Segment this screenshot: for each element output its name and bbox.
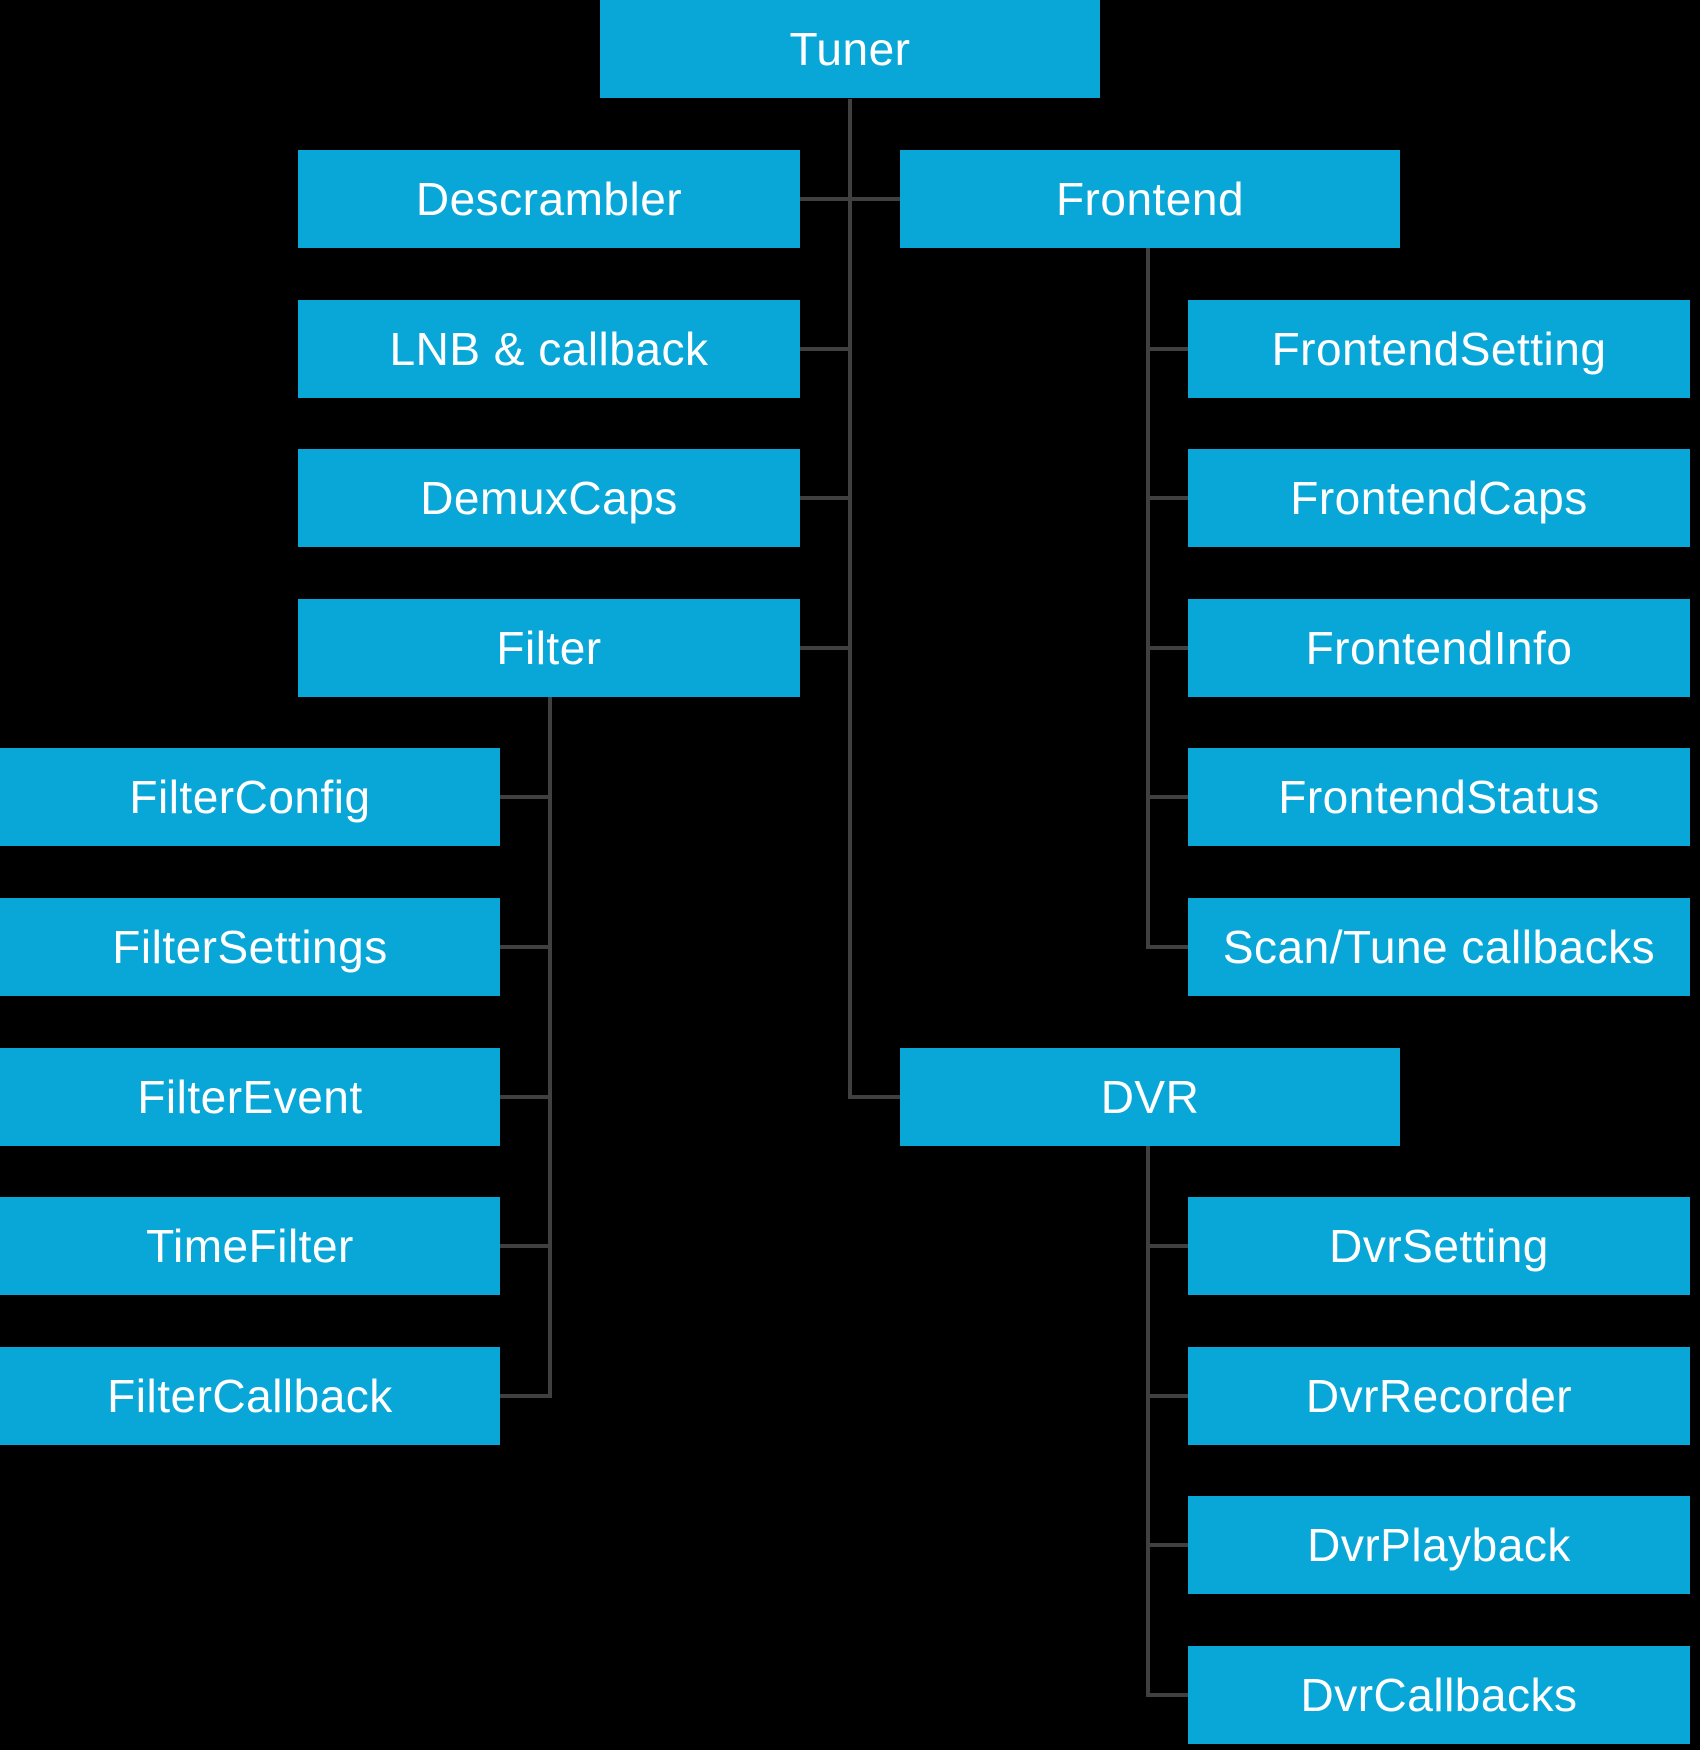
node-frontend-info: FrontendInfo (1188, 599, 1690, 697)
connector-dvr-stem (1146, 1146, 1150, 1697)
connector-stub-time-filter (500, 1244, 552, 1248)
connector-stub-demuxcaps (800, 496, 852, 500)
node-dvr-callbacks: DvrCallbacks (1188, 1646, 1690, 1744)
node-filter-callback: FilterCallback (0, 1347, 500, 1445)
connector-stub-dvr (848, 1095, 900, 1099)
connector-stub-dvr-recorder (1146, 1394, 1188, 1398)
node-lnb-callback: LNB & callback (298, 300, 800, 398)
node-filter-event: FilterEvent (0, 1048, 500, 1146)
connector-stub-filter-callback (500, 1394, 552, 1398)
connector-stub-filter-settings (500, 945, 552, 949)
connector-stub-frontend-info (1146, 646, 1188, 650)
node-descrambler: Descrambler (298, 150, 800, 248)
node-frontend-caps: FrontendCaps (1188, 449, 1690, 547)
connector-stub-frontend-setting (1146, 347, 1188, 351)
connector-stub-descrambler (800, 197, 852, 201)
connector-stub-dvr-callbacks (1146, 1693, 1188, 1697)
node-dvr-recorder: DvrRecorder (1188, 1347, 1690, 1445)
node-tuner: Tuner (600, 0, 1100, 98)
node-filter-settings: FilterSettings (0, 898, 500, 996)
connector-stub-lnb (800, 347, 852, 351)
node-dvr-playback: DvrPlayback (1188, 1496, 1690, 1594)
connector-filter-stem (548, 697, 552, 1398)
connector-stub-filter-event (500, 1095, 552, 1099)
connector-stub-frontend-caps (1146, 496, 1188, 500)
node-dvr: DVR (900, 1048, 1400, 1146)
node-frontend-status: FrontendStatus (1188, 748, 1690, 846)
node-frontend-setting: FrontendSetting (1188, 300, 1690, 398)
connector-stub-dvr-setting (1146, 1244, 1188, 1248)
connector-tuner-stem (848, 99, 852, 1099)
node-time-filter: TimeFilter (0, 1197, 500, 1295)
connector-stub-dvr-playback (1146, 1543, 1188, 1547)
node-filter: Filter (298, 599, 800, 697)
connector-stub-frontend-status (1146, 795, 1188, 799)
connector-stub-filter (800, 646, 852, 650)
connector-stub-scan-tune-callbacks (1146, 945, 1188, 949)
connector-frontend-stem (1146, 248, 1150, 949)
node-dvr-setting: DvrSetting (1188, 1197, 1690, 1295)
node-scan-tune-callbacks: Scan/Tune callbacks (1188, 898, 1690, 996)
connector-stub-frontend (848, 197, 900, 201)
node-frontend: Frontend (900, 150, 1400, 248)
connector-stub-filter-config (500, 795, 552, 799)
node-filter-config: FilterConfig (0, 748, 500, 846)
node-demux-caps: DemuxCaps (298, 449, 800, 547)
